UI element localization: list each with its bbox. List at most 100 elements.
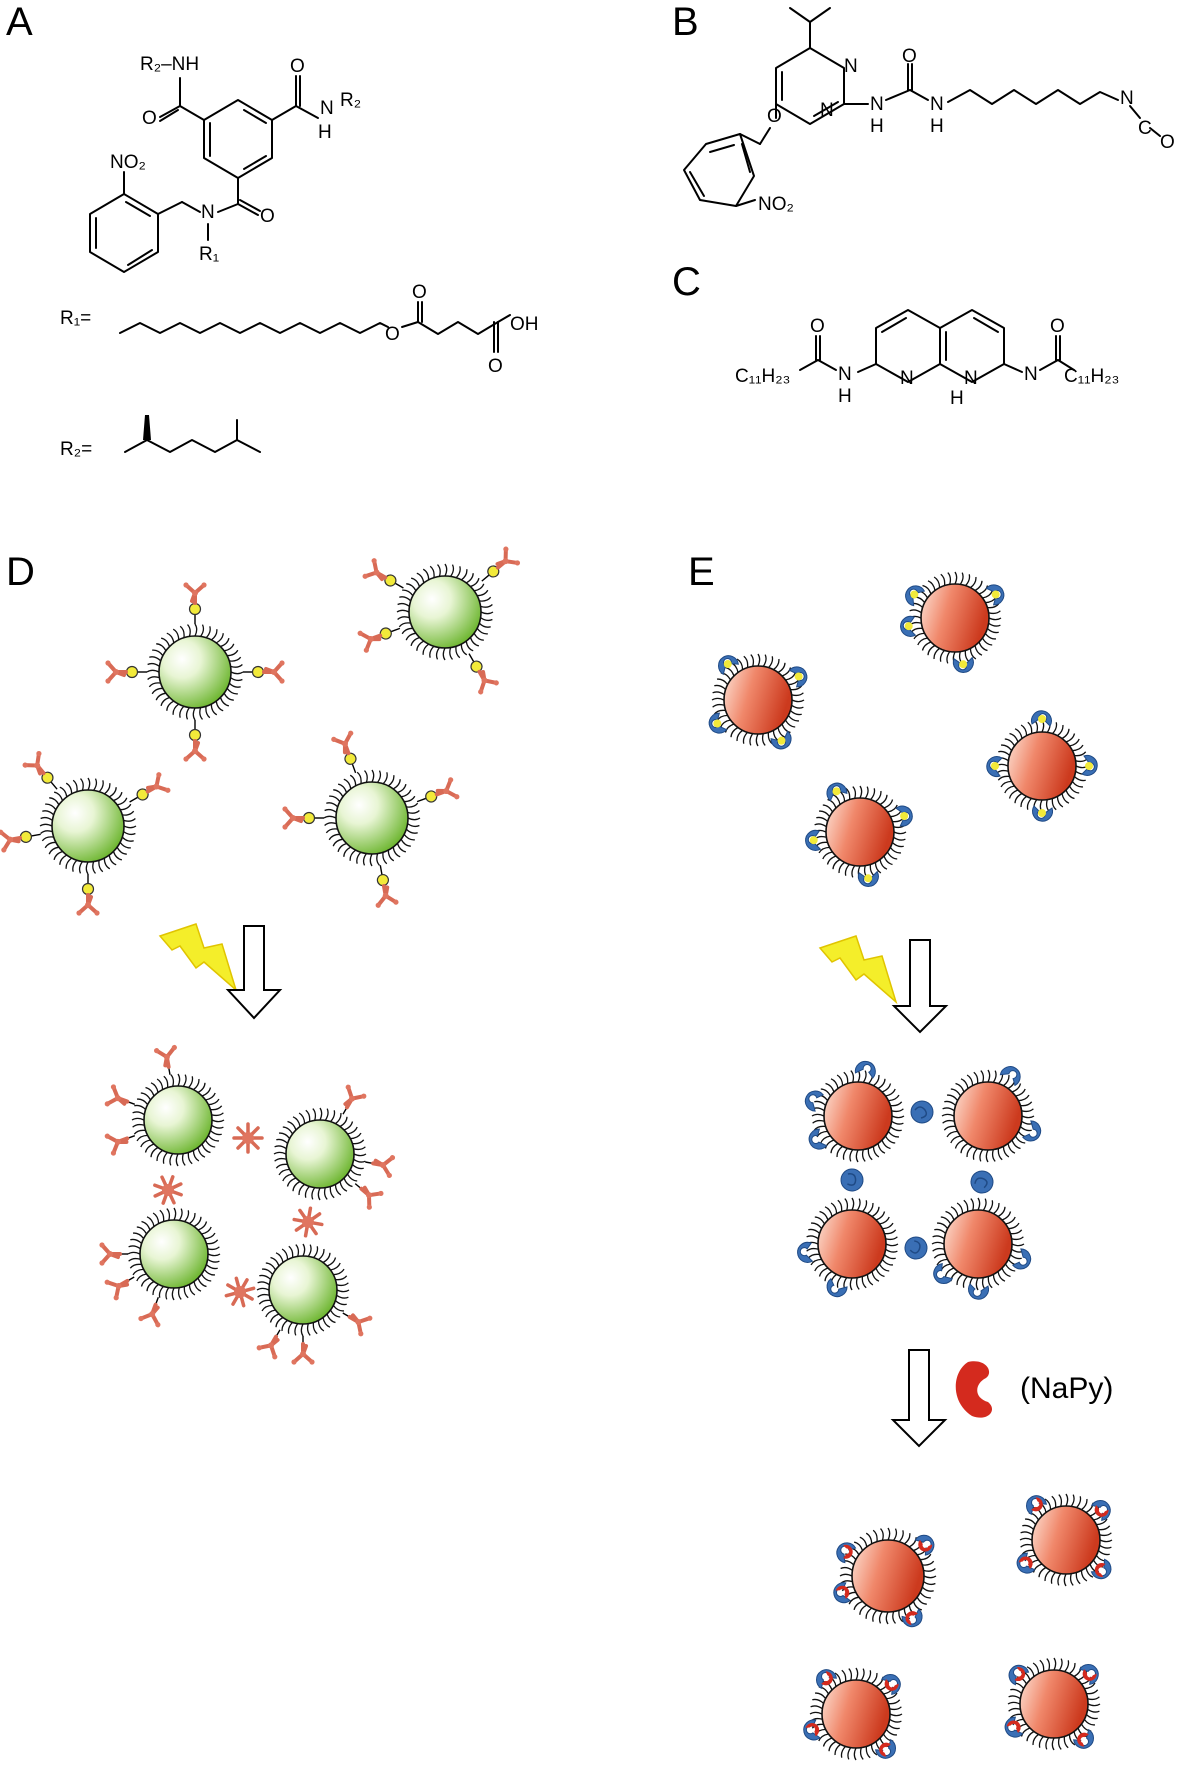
a-r1-sub: R₁ [199,244,219,265]
panel-b-structure: N N O NO₂ N H O N H N C O [683,7,1175,215]
particle-d-bot-4-group-2 [256,1324,290,1360]
particle-d-bot-1-group-2 [104,1125,139,1157]
particle-e-top-1-group-3 [898,615,918,639]
particle-d-top-2 [357,545,521,695]
a-r1-o-bottom: O [488,356,503,377]
particle-d-bot-2-ligands [273,1107,367,1201]
lightning-icon-e [818,935,898,1005]
c-n-right: N [1024,364,1038,385]
particle-d-top-3-group-3 [0,823,43,853]
particle-e-top-4 [803,778,916,889]
particle-e-top-3-group-3 [986,756,1003,778]
b-n-top: N [844,56,858,77]
particle-d-top-1-group-1 [243,660,285,683]
particle-d-top-1-ligands [146,623,244,721]
b-o-urea: O [902,46,917,67]
particle-e-mid-4-core [943,1209,1013,1279]
b-nco-c: C [1138,118,1152,139]
particle-e-top-1 [898,571,1009,675]
a-r1-o-ester: O [385,324,400,345]
b-no2: NO₂ [758,194,794,215]
a-r1-label: R₁= [60,308,91,329]
b-h1: H [870,116,884,137]
particle-d-top-1-group-2 [183,720,206,762]
particle-e-top-1-group-2 [952,655,976,675]
particle-d-bot-3-group-0 [99,1242,128,1265]
a-h-right: H [318,122,332,143]
particle-d-top-2-ligands [396,563,494,661]
particle-e-bot-1 [830,1527,939,1631]
particle-d-bot-3-ligands [127,1207,221,1301]
napy-icon [955,1361,993,1418]
b-nh2: N [930,94,944,115]
particle-e-mid-3 [795,1197,899,1300]
crosslink-d-3 [290,1204,326,1240]
a-o-right: O [290,56,305,77]
particle-e-mid-2-core [953,1081,1023,1151]
c-n-ring1: N [900,368,914,389]
particle-e-mid-3-ligands [805,1197,899,1291]
arrow-down-d [225,925,283,1020]
particle-e-top-1-group-0 [901,581,926,608]
particle-e-bot-2-core [1031,1505,1101,1575]
particle-e-mid-2-ligands [941,1069,1035,1163]
particle-d-top-1 [105,582,284,761]
a-no2: NO₂ [110,152,146,173]
b-o-ether: O [767,106,782,127]
particle-e-top-2 [704,651,812,754]
particle-d-top-2-group-1 [474,545,521,590]
c-left-chain: C₁₁H₂₃ [735,366,790,387]
particle-e-top-1-ligands [908,571,1002,665]
particle-d-bot-2-core [285,1119,355,1189]
a-r1-o-top: O [412,282,427,303]
a-r2-right: R₂ [340,90,361,111]
b-nco-o: O [1160,132,1175,153]
napy-label: (NaPy) [1020,1372,1113,1405]
crosslink-d-1 [232,1122,264,1154]
particle-e-top-2-group-0 [713,651,741,677]
particle-d-bot-1-core [143,1085,213,1155]
particle-e-mid-4-group-2 [929,1261,955,1289]
particle-e-bot-1-core [851,1539,925,1613]
c-right-chain: C₁₁H₂₃ [1064,366,1119,387]
crosslink-d-4 [219,1271,261,1313]
particle-d-top-2-group-2 [459,648,500,696]
dimer-e-2 [835,1163,869,1197]
dimer-e-3 [966,1166,998,1198]
particle-d-top-3 [0,750,171,916]
particle-d-top-2-group-0 [362,557,410,598]
a-n-amide: N [201,202,215,223]
particle-e-bot-3 [800,1665,905,1763]
particle-d-bot-4 [256,1243,374,1365]
particle-e-top-3 [986,710,1098,822]
particle-e-mid-2 [941,1062,1044,1163]
particle-d-top-4-group-2 [369,863,399,908]
particle-d-top-4-ligands [323,769,421,867]
a-n-right: N [320,98,334,119]
c-h-left: H [838,386,852,407]
dimer-e-4 [900,1232,932,1264]
particle-d-bot-4-group-1 [291,1336,314,1365]
particle-e-mid-4 [929,1197,1034,1300]
particle-d-top-3-core [51,789,125,863]
particle-e-bot-2 [1012,1491,1116,1587]
particle-e-top-1-core [920,583,990,653]
particle-d-bot-3 [99,1207,221,1328]
crosslink-d-2 [148,1170,188,1210]
arrow-down-e [891,939,949,1034]
particle-e-bot-4 [1000,1657,1103,1753]
a-r2-label: R₂= [60,439,92,460]
panel-letter-a: A [6,0,33,44]
a-r1-oh: OH [510,314,539,335]
particle-d-top-3-group-1 [124,771,172,812]
c-o-left: O [810,316,825,337]
particle-e-top-2-core [723,665,793,735]
lightning-icon-d [158,923,238,993]
b-nco-n: N [1120,88,1134,109]
particle-d-top-2-group-3 [357,617,404,653]
c-h-ring: H [950,388,964,409]
panel-letter-d: D [6,550,35,594]
particle-d-bot-3-core [139,1219,209,1289]
particle-d-top-1-core [158,635,232,709]
particle-e-top-3-group-1 [1081,754,1098,776]
